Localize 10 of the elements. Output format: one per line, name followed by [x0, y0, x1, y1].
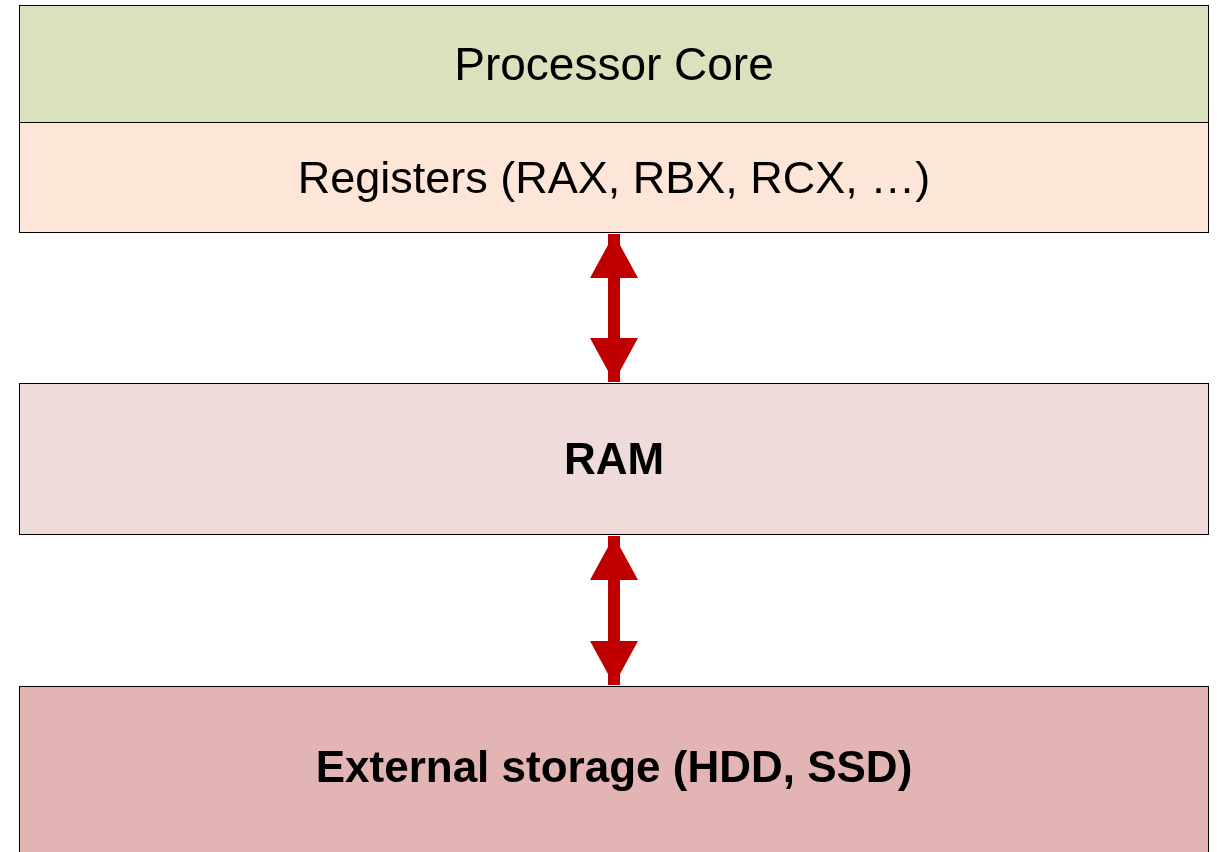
layer-label: Processor Core [454, 37, 774, 91]
layer-label: External storage (HDD, SSD) [315, 742, 913, 792]
double-arrow [590, 234, 638, 382]
layer-label: RAM [563, 434, 665, 484]
layer-box [19, 5, 1209, 123]
layer-label: Registers (RAX, RBX, RCX, …) [297, 151, 931, 204]
layer-box [19, 383, 1209, 535]
double-arrow [590, 536, 638, 685]
layer-box [19, 122, 1209, 233]
layer-box [19, 686, 1209, 852]
